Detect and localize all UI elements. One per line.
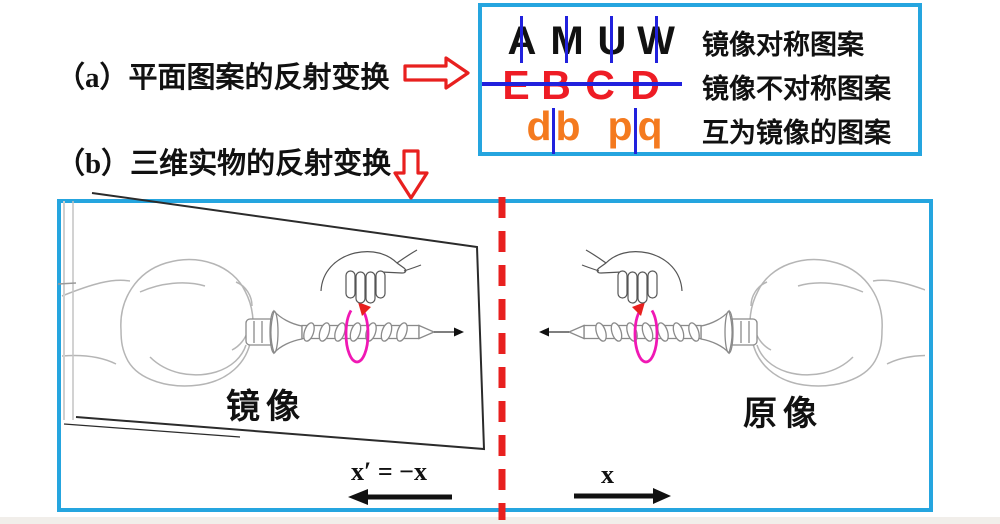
original-image-label: 原像 bbox=[743, 396, 823, 433]
letter-q: q bbox=[637, 103, 663, 149]
mirror-axis-equation: x′ = −x bbox=[351, 457, 427, 486]
label-mirror-asymmetric: 镜像不对称图案 bbox=[702, 74, 891, 104]
horizontal-symmetry-axis-line bbox=[482, 82, 682, 86]
mirror-axis-line bbox=[552, 108, 555, 154]
mirror-scene-box bbox=[57, 199, 933, 512]
letter-p: p bbox=[607, 103, 633, 149]
symmetry-axis-line bbox=[565, 16, 568, 63]
symmetry-axis-line bbox=[520, 16, 523, 63]
heading-planar-reflection: （a）平面图案的反射变换 bbox=[56, 62, 390, 94]
arrow-right-icon bbox=[403, 56, 470, 90]
letter-b: b bbox=[555, 103, 581, 149]
letter-d: d bbox=[526, 103, 552, 149]
heading-3d-reflection: （b）三维实物的反射变换 bbox=[56, 148, 392, 180]
original-axis-variable: x bbox=[601, 460, 614, 489]
label-mutual-mirror: 互为镜像的图案 bbox=[702, 118, 891, 148]
bottom-edge-strip bbox=[0, 517, 1000, 524]
label-mirror-symmetric: 镜像对称图案 bbox=[702, 30, 864, 60]
mirror-axis-line bbox=[634, 108, 637, 154]
symmetry-axis-line bbox=[655, 16, 658, 63]
arrow-down-icon bbox=[393, 149, 429, 200]
mirror-image-label: 镜像 bbox=[226, 389, 306, 426]
symmetry-axis-line bbox=[610, 16, 613, 63]
